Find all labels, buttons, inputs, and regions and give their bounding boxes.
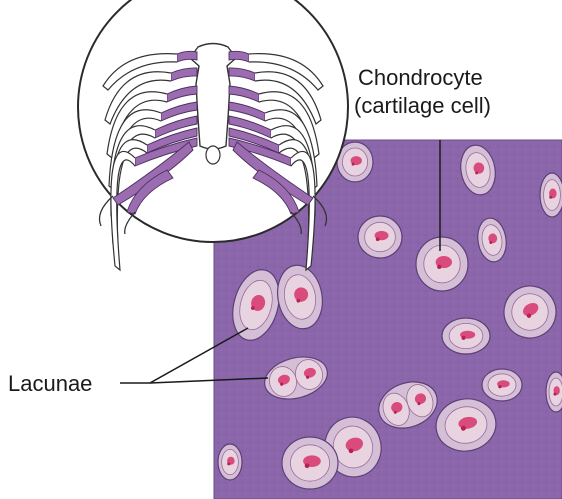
lacuna bbox=[540, 173, 562, 217]
nucleolus bbox=[549, 196, 552, 199]
nucleolus bbox=[227, 462, 230, 465]
lacuna bbox=[482, 369, 522, 401]
chondrocyte-label-line1: Chondrocyte bbox=[358, 65, 483, 90]
lacuna bbox=[546, 372, 562, 412]
nucleolus bbox=[352, 163, 355, 166]
chondrocyte-label-line2: (cartilage cell) bbox=[354, 93, 491, 118]
nucleolus bbox=[305, 463, 310, 468]
nucleolus bbox=[376, 237, 380, 241]
lacunae-label: Lacunae bbox=[8, 371, 92, 396]
lacuna bbox=[442, 318, 490, 354]
lacuna bbox=[416, 237, 468, 291]
lacuna bbox=[282, 437, 338, 489]
nucleolus bbox=[553, 393, 556, 396]
xiphoid-process bbox=[206, 146, 220, 164]
nucleolus bbox=[498, 385, 501, 388]
lacuna bbox=[358, 216, 402, 258]
nucleolus bbox=[461, 336, 465, 340]
nucleolus bbox=[437, 265, 441, 269]
lacuna bbox=[218, 444, 242, 480]
